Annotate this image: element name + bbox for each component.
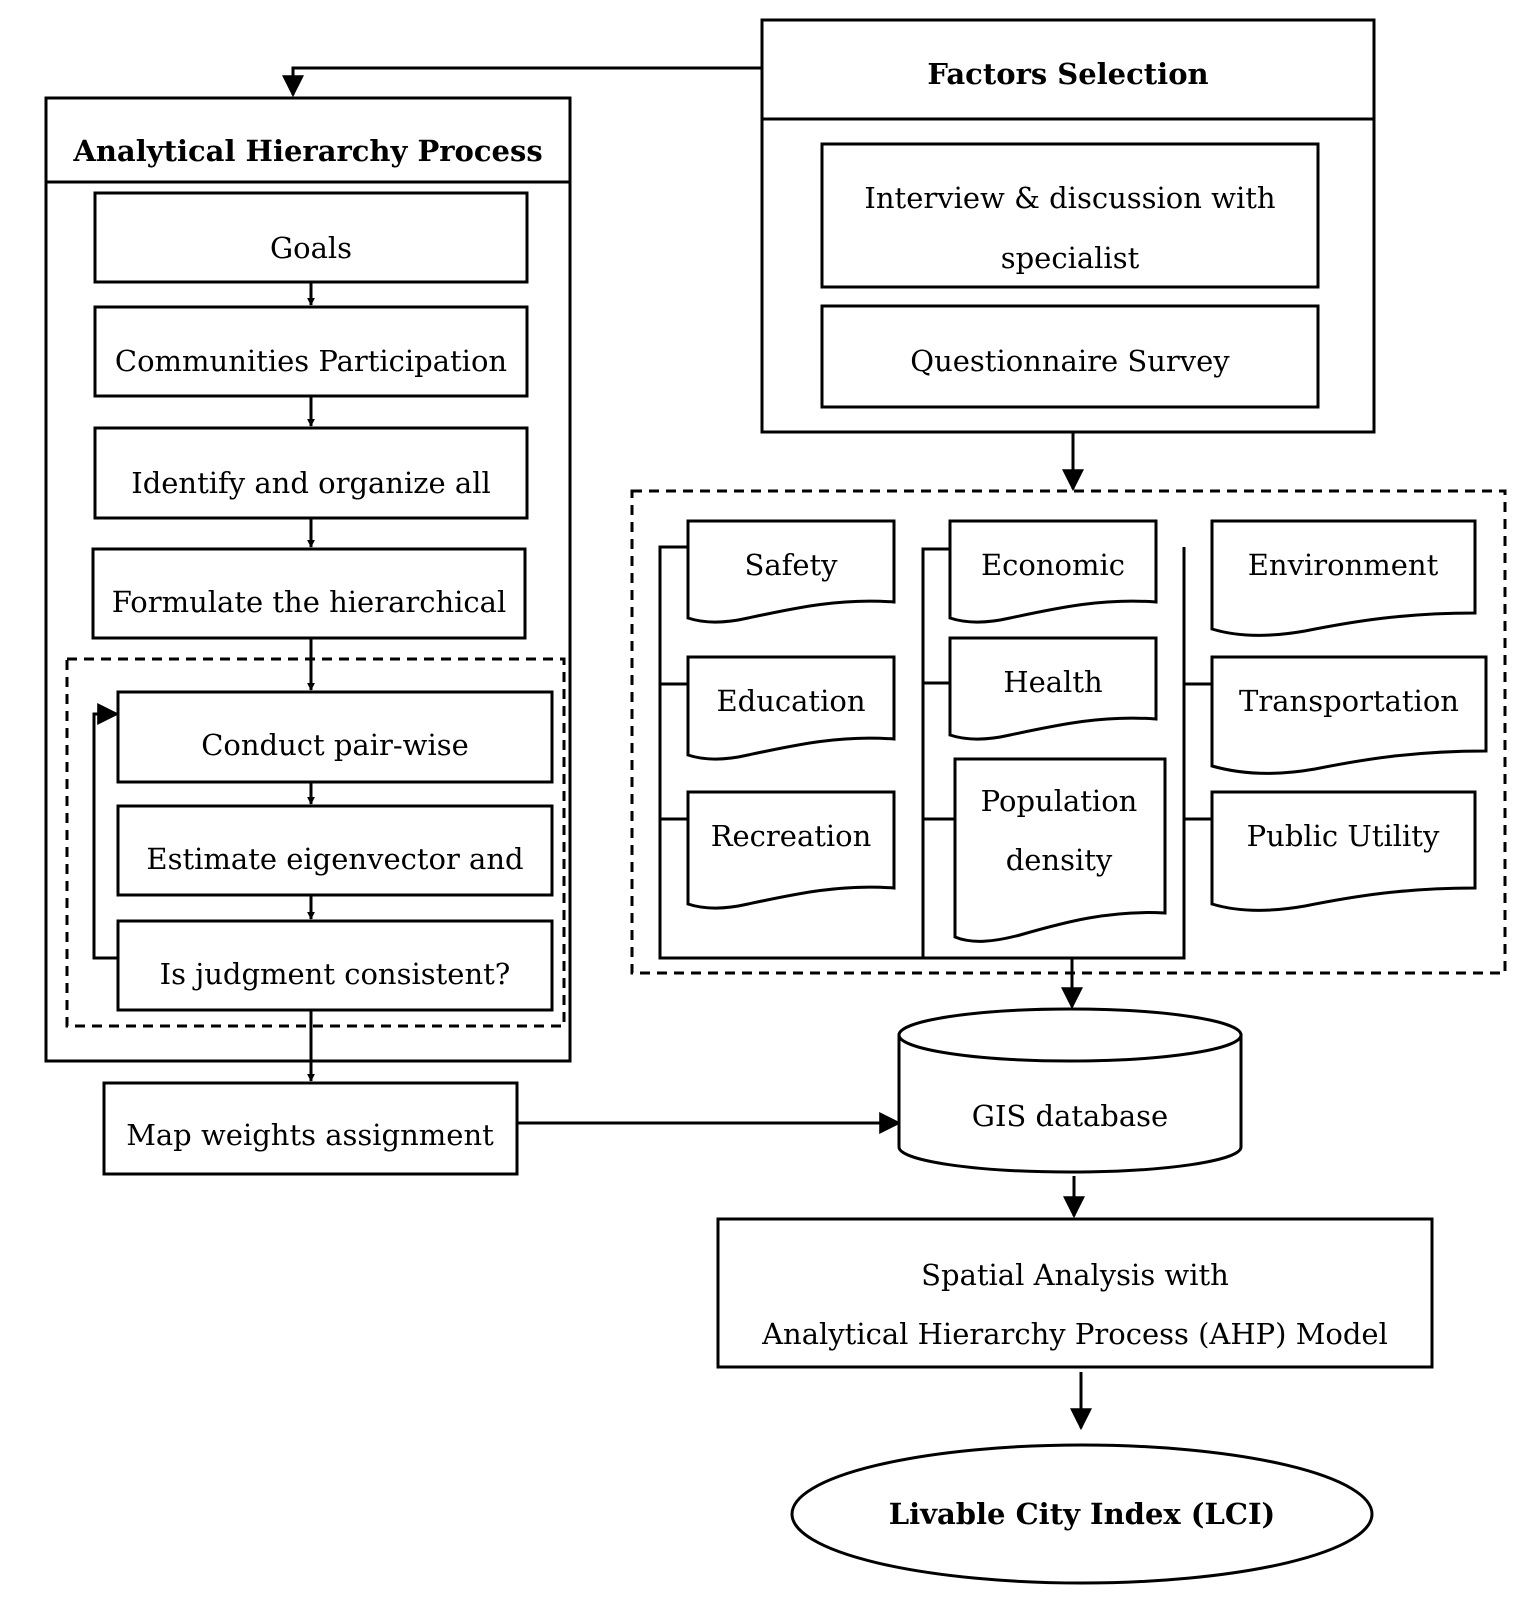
gis-database-cylinder: GIS database [897, 1007, 1243, 1174]
factor-education: Education [686, 655, 896, 761]
ahp-title: Analytical Hierarchy Process [72, 134, 542, 168]
step-identify-label: Identify and organize all [131, 466, 491, 500]
ahp-flow-arrows [92, 282, 315, 1082]
step-pairwise-label: Conduct pair-wise [201, 728, 469, 762]
factor-safety: Safety [686, 519, 896, 624]
interview-label-line2: specialist [1001, 241, 1140, 275]
step-participation: Communities Participation [93, 305, 529, 398]
factors-selection-title: Factors Selection [927, 57, 1208, 91]
map-weights-box: Map weights assignment [102, 1081, 519, 1176]
interview-label-line1: Interview & discussion with [864, 181, 1275, 215]
step-formulate: Formulate the hierarchical [91, 547, 527, 640]
factor-environment: Environment [1210, 519, 1477, 637]
spatial-analysis-box: Spatial Analysis with Analytical Hierarc… [716, 1217, 1434, 1369]
map-weights-label: Map weights assignment [126, 1118, 494, 1152]
lci-label: Livable City Index (LCI) [889, 1497, 1276, 1531]
factor-economic-label: Economic [981, 548, 1125, 582]
lci-ellipse: Livable City Index (LCI) [790, 1443, 1374, 1585]
factor-safety-label: Safety [744, 548, 838, 582]
spatial-analysis-label-line2: Analytical Hierarchy Process (AHP) Model [761, 1317, 1388, 1351]
factor-population-label-line1: Population [981, 784, 1138, 818]
factor-health: Health [948, 636, 1158, 741]
factor-recreation-label: Recreation [711, 819, 872, 853]
arrow-factors-to-ahp [282, 66, 762, 98]
gis-database-label: GIS database [972, 1099, 1168, 1133]
step-participation-label: Communities Participation [115, 344, 507, 378]
factor-transportation: Transportation [1210, 655, 1488, 775]
factor-connectors [658, 545, 1212, 960]
step-consistent: Is judgment consistent? [116, 919, 554, 1012]
consistency-loop-group [65, 657, 566, 1028]
factor-economic: Economic [948, 519, 1158, 624]
questionnaire-label: Questionnaire Survey [910, 344, 1230, 378]
step-pairwise: Conduct pair-wise [116, 690, 554, 784]
factor-health-label: Health [1003, 665, 1102, 699]
factor-recreation: Recreation [686, 790, 896, 910]
factors-group [630, 489, 1507, 975]
step-eigenvector: Estimate eigenvector and [116, 804, 554, 897]
factor-transportation-label: Transportation [1239, 684, 1459, 718]
factor-public-utility-label: Public Utility [1247, 819, 1440, 853]
step-eigenvector-label: Estimate eigenvector and [146, 842, 523, 876]
factor-public-utility: Public Utility [1210, 790, 1477, 912]
spatial-analysis-label-line1: Spatial Analysis with [921, 1258, 1229, 1292]
factor-population-label-line2: density [1006, 843, 1113, 877]
interview-box: Interview & discussion with specialist [820, 142, 1320, 289]
step-consistent-label: Is judgment consistent? [160, 957, 511, 991]
step-identify: Identify and organize all [93, 426, 529, 520]
step-formulate-label: Formulate the hierarchical [112, 585, 506, 619]
step-goals: Goals [93, 191, 529, 284]
factor-environment-label: Environment [1248, 548, 1439, 582]
factor-population-density: Population density [953, 757, 1167, 943]
factor-education-label: Education [716, 684, 865, 718]
questionnaire-box: Questionnaire Survey [820, 304, 1320, 409]
step-goals-label: Goals [270, 231, 352, 265]
